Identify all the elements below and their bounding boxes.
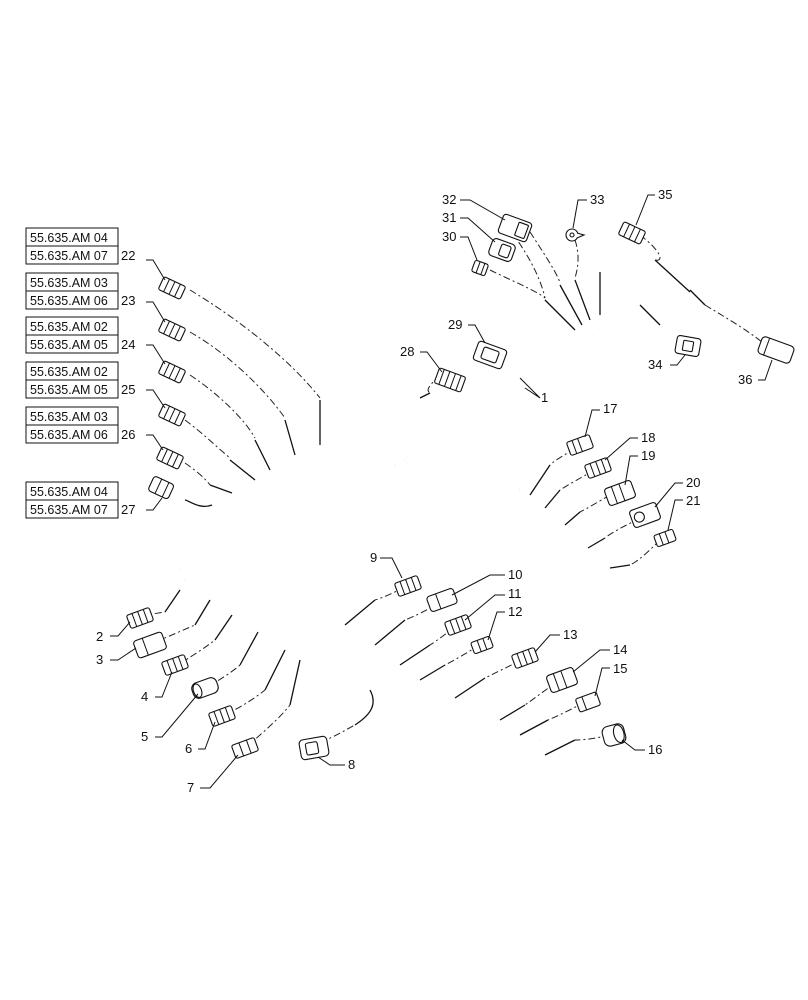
callout-20: 20 — [686, 475, 700, 490]
callout-22: 22 — [121, 248, 135, 263]
callout-17: 17 — [603, 401, 617, 416]
callout-numbers: 1 2 3 4 5 6 7 8 9 10 11 12 13 14 15 16 1… — [96, 187, 752, 795]
callout-14: 14 — [613, 642, 627, 657]
callout-1: 1 — [541, 390, 548, 405]
main-harness — [178, 276, 721, 772]
callout-10: 10 — [508, 567, 522, 582]
connector-22 — [158, 276, 186, 300]
callout-9: 9 — [370, 550, 377, 565]
connector-32 — [497, 213, 533, 243]
connector-35 — [618, 221, 646, 245]
ref-group-23: 55.635.AM 03 55.635.AM 06 23 — [25, 272, 135, 310]
callout-31: 31 — [442, 210, 456, 225]
callout-25: 25 — [121, 382, 135, 397]
ref-25-top: 55.635.AM 02 — [30, 365, 108, 379]
connector-14 — [546, 667, 578, 693]
connector-36 — [757, 336, 795, 364]
reference-boxes: 55.635.AM 04 55.635.AM 07 22 55.635.AM 0… — [25, 227, 135, 519]
ref-26-top: 55.635.AM 03 — [30, 410, 108, 424]
callout-21: 21 — [686, 493, 700, 508]
connector-24 — [158, 360, 186, 384]
callout-3: 3 — [96, 652, 103, 667]
callout-15: 15 — [613, 661, 627, 676]
callout-12: 12 — [508, 604, 522, 619]
connector-7 — [231, 737, 259, 759]
connector-18 — [584, 457, 612, 479]
callout-2: 2 — [96, 629, 103, 644]
callout-24: 24 — [121, 337, 135, 352]
ref-23-bottom: 55.635.AM 06 — [30, 294, 108, 308]
callout-16: 16 — [648, 742, 662, 757]
callout-13: 13 — [563, 627, 577, 642]
callout-5: 5 — [141, 729, 148, 744]
connector-5 — [191, 677, 219, 699]
connector-12 — [470, 635, 494, 655]
connector-20 — [629, 502, 661, 528]
connector-19 — [604, 480, 636, 506]
ref-22-top: 55.635.AM 04 — [30, 231, 108, 245]
connector-10 — [426, 587, 458, 613]
connectors — [126, 213, 795, 761]
callout-33: 33 — [590, 192, 604, 207]
callout-6: 6 — [185, 741, 192, 756]
callout-leaders — [110, 194, 773, 789]
callout-11: 11 — [508, 586, 522, 601]
connector-11 — [444, 614, 472, 636]
callout-19: 19 — [641, 448, 655, 463]
connector-8 — [298, 735, 330, 761]
callout-4: 4 — [141, 689, 148, 704]
ref-group-26: 55.635.AM 03 55.635.AM 06 26 — [25, 406, 135, 444]
ref-27-bottom: 55.635.AM 07 — [30, 503, 108, 517]
connector-31 — [488, 238, 516, 262]
ref-22-bottom: 55.635.AM 07 — [30, 249, 108, 263]
ref-24-bottom: 55.635.AM 05 — [30, 338, 108, 352]
connector-13 — [511, 647, 539, 669]
connector-6 — [208, 705, 236, 727]
ref-24-top: 55.635.AM 02 — [30, 320, 108, 334]
connector-33-ring-terminal — [565, 228, 586, 242]
branch-stubs — [164, 259, 706, 756]
callout-8: 8 — [348, 757, 355, 772]
connector-9 — [394, 575, 422, 597]
ref-23-top: 55.635.AM 03 — [30, 276, 108, 290]
connector-25 — [158, 403, 186, 427]
ref-27-top: 55.635.AM 04 — [30, 485, 108, 499]
connector-15 — [575, 691, 601, 713]
dashed-leads — [139, 229, 766, 749]
connector-28 — [434, 367, 466, 393]
connector-4 — [161, 654, 189, 676]
ref-26-bottom: 55.635.AM 06 — [30, 428, 108, 442]
callout-32: 32 — [442, 192, 456, 207]
ref-group-24: 55.635.AM 02 55.635.AM 05 24 — [25, 316, 135, 354]
callout-36: 36 — [738, 372, 752, 387]
ref-group-25: 55.635.AM 02 55.635.AM 05 25 — [25, 361, 135, 399]
callout-29: 29 — [448, 317, 462, 332]
connector-3 — [133, 631, 167, 659]
connector-2 — [126, 607, 154, 629]
callout-26: 26 — [121, 427, 135, 442]
connector-26 — [156, 446, 184, 470]
ref-25-bottom: 55.635.AM 05 — [30, 383, 108, 397]
connector-34 — [674, 334, 702, 358]
connector-29 — [472, 340, 508, 370]
connector-23 — [158, 318, 186, 342]
connector-16 — [601, 723, 627, 747]
connector-30 — [471, 259, 489, 277]
callout-35: 35 — [658, 187, 672, 202]
callout-23: 23 — [121, 293, 135, 308]
callout-30: 30 — [442, 229, 456, 244]
callout-34: 34 — [648, 357, 662, 372]
callout-18: 18 — [641, 430, 655, 445]
connector-21 — [653, 528, 677, 548]
callout-7: 7 — [187, 780, 194, 795]
ref-group-22: 55.635.AM 04 55.635.AM 07 22 — [25, 227, 135, 265]
connector-17 — [566, 434, 594, 456]
ref-group-27: 55.635.AM 04 55.635.AM 07 27 — [25, 481, 135, 519]
connector-27 — [148, 476, 175, 500]
callout-28: 28 — [400, 344, 414, 359]
callout-27: 27 — [121, 502, 135, 517]
